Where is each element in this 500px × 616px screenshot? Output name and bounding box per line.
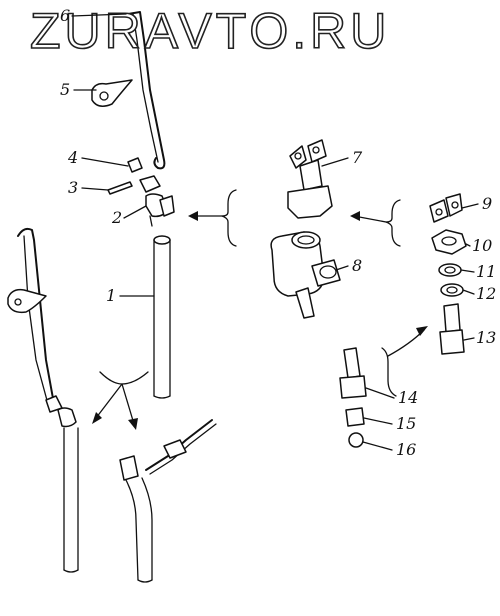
- callout-12: 12: [476, 284, 497, 303]
- callout-13: 13: [476, 328, 497, 347]
- clip-part-4: [127, 157, 143, 173]
- eyelet-part-5: [91, 79, 133, 107]
- watermark: ZURAVTO.RU: [29, 3, 391, 59]
- fitting-part-13: [439, 303, 465, 355]
- assembly-bracket-right: [350, 199, 401, 247]
- callout-8: 8: [352, 256, 363, 275]
- assembly-bracket-small: [381, 326, 428, 397]
- assembly-bracket-left: [188, 189, 237, 247]
- rod-part-6: [127, 11, 166, 170]
- callout-10: 10: [472, 236, 493, 255]
- callout-5: 5: [60, 80, 71, 99]
- pin-part-3: [107, 181, 133, 195]
- callout-6: 6: [60, 6, 71, 25]
- assembly-arrows-bottom: [92, 371, 149, 430]
- ball-part-16: [348, 432, 364, 448]
- callout-9: 9: [482, 194, 493, 213]
- callout-15: 15: [396, 414, 417, 433]
- rod-assembly-left: [7, 227, 79, 573]
- callout-3: 3: [68, 178, 79, 197]
- bracket-part-9: [429, 193, 463, 223]
- plug-part-15: [345, 407, 365, 427]
- callout-1: 1: [106, 286, 117, 305]
- callout-14: 14: [398, 388, 419, 407]
- bracket-part-7: [287, 139, 333, 219]
- joint-part-2: [139, 175, 175, 227]
- rod-assembly-center: [119, 419, 217, 583]
- callout-11: 11: [476, 262, 497, 281]
- valve-part-14: [339, 347, 367, 399]
- tube-part-1: [153, 235, 171, 399]
- nut-part-10: [431, 229, 467, 255]
- callout-2: 2: [112, 208, 123, 227]
- callout-4: 4: [68, 148, 79, 167]
- callout-7: 7: [352, 148, 363, 167]
- tee-part-8: [270, 231, 341, 319]
- callout-16: 16: [396, 440, 417, 459]
